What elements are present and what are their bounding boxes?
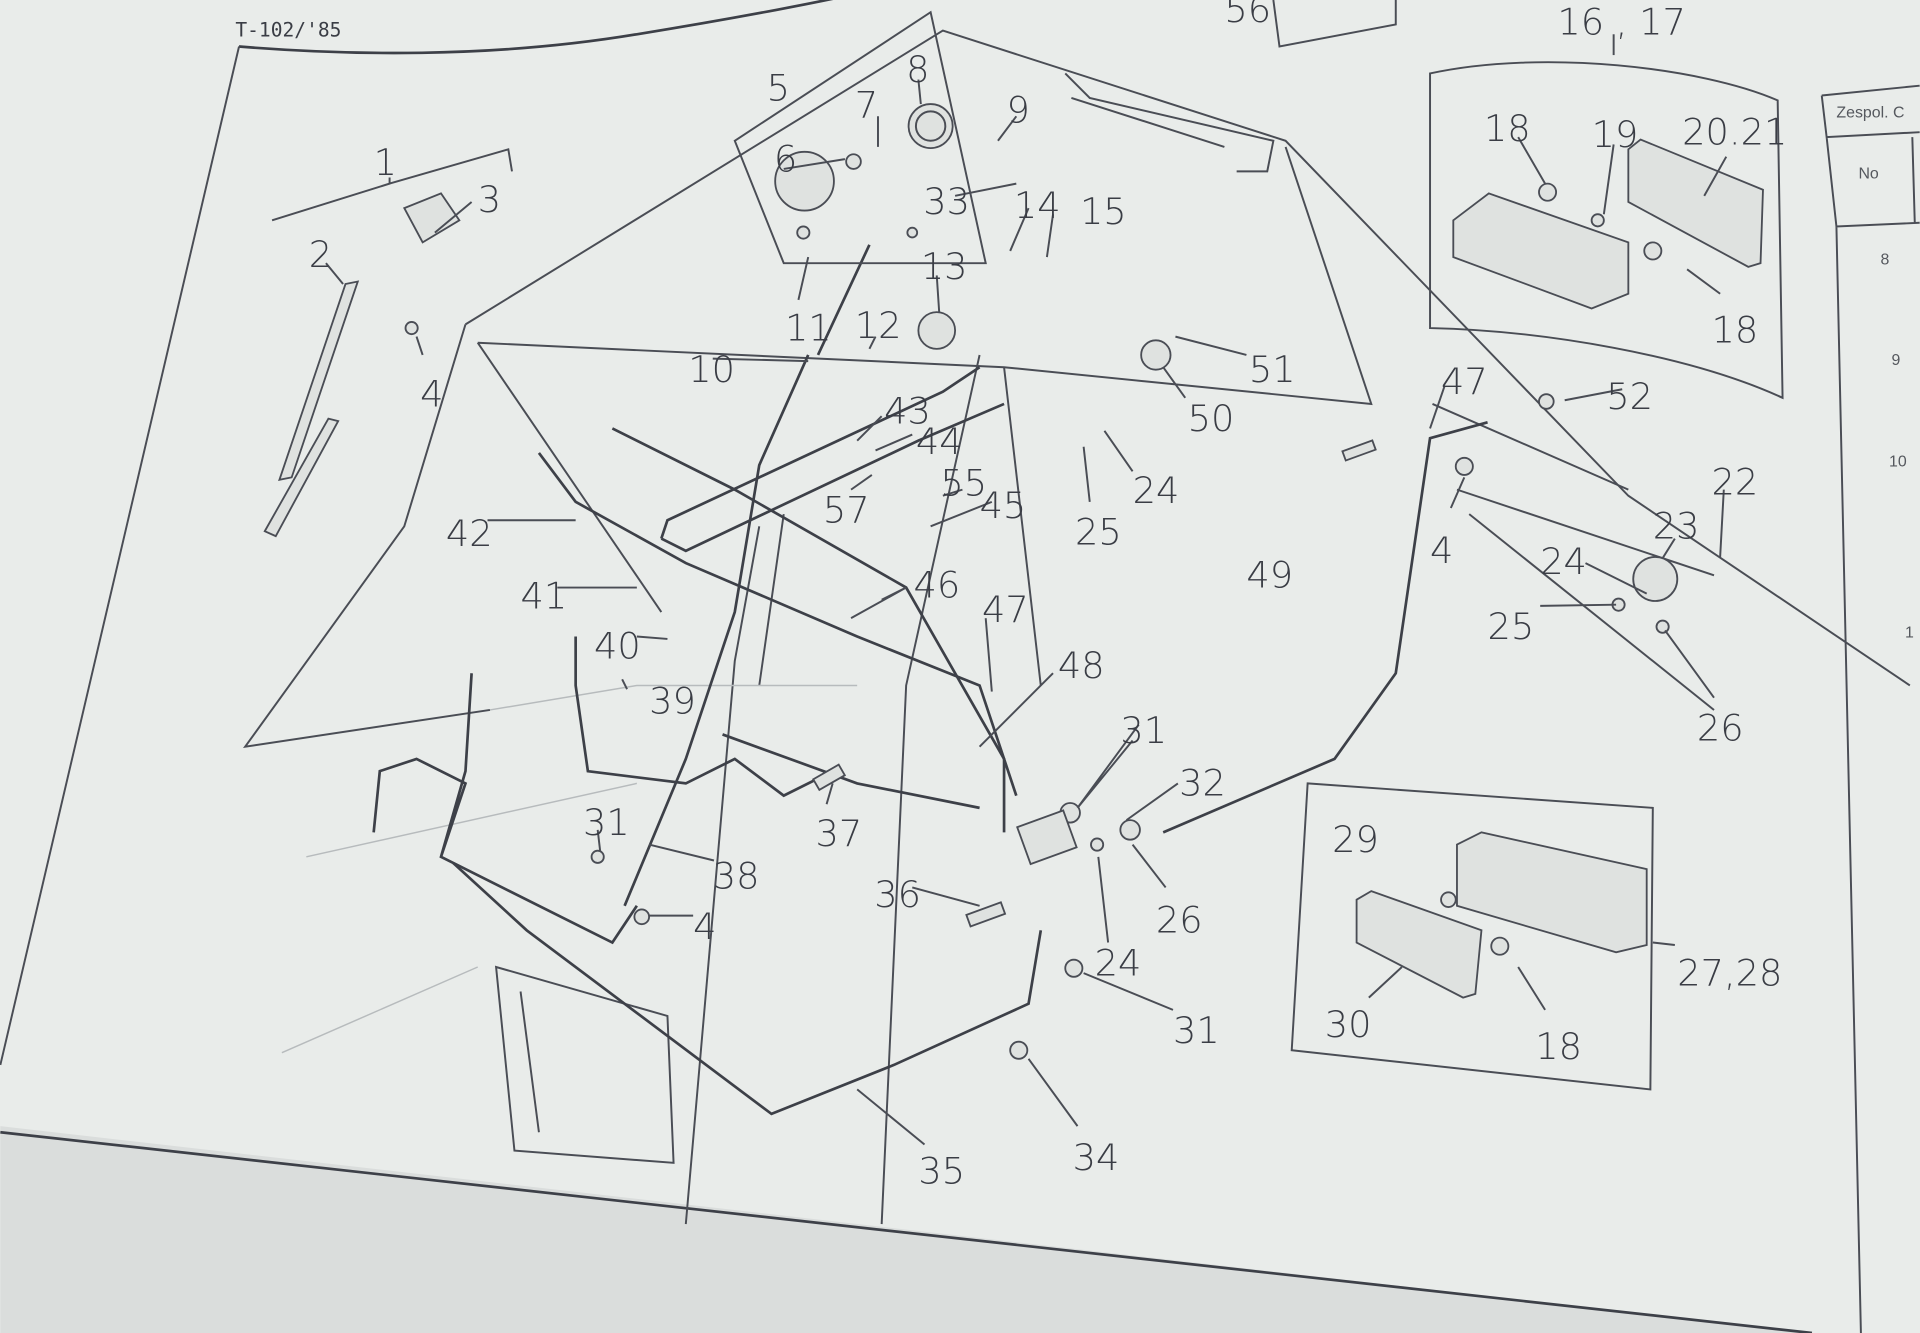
part-label-23: 23 [1653,505,1700,548]
part-label-27-28: 27,28 [1677,951,1782,994]
part-label-38: 38 [713,855,760,898]
part-label-20-21: 20.21 [1682,110,1787,153]
part-label-4: 4 [1430,529,1453,572]
table-header: Zespol. C [1836,105,1904,122]
part-label-55: 55 [940,462,987,505]
small-parts [590,226,1679,1060]
table-row-no: 9 [1892,352,1901,369]
part-label-7: 7 [855,84,878,127]
part-label-40: 40 [594,625,641,668]
part-label-36: 36 [874,873,921,916]
part-label-18: 18 [1484,107,1531,150]
part-label-6: 6 [774,137,797,180]
part-label-52: 52 [1606,375,1653,418]
part-label-24: 24 [1540,540,1587,583]
table-col-no: No [1858,166,1878,183]
part-label-19: 19 [1592,113,1639,156]
wire-harness [372,244,1488,1116]
part-label-26: 26 [1697,707,1744,750]
part-label-4: 4 [693,905,716,948]
part-label-4: 4 [420,372,443,415]
part-label-44: 44 [916,420,963,463]
part-label-14: 14 [1014,184,1061,227]
part-label-34: 34 [1073,1136,1120,1179]
document-code: T-102/'85 [235,19,341,42]
part-label-46: 46 [913,563,960,606]
part-label-29: 29 [1332,818,1379,861]
part-label-13: 13 [921,245,968,288]
part-label-10: 10 [688,348,735,391]
wiper-assembly [263,148,513,538]
part-label-9: 9 [1007,88,1030,131]
part-label-33: 33 [923,180,970,223]
part-label-45: 45 [980,484,1027,527]
part-label-25: 25 [1488,605,1535,648]
part-label-35: 35 [918,1150,965,1193]
cab-outline [242,29,1911,1225]
part-label-24: 24 [1095,942,1142,985]
part-label-3: 3 [478,178,501,221]
leader-lines [325,79,1725,1146]
part-label-51: 51 [1249,348,1296,391]
part-label-39: 39 [649,680,696,723]
part-label-42: 42 [446,512,493,555]
sheet-border [0,0,1813,1333]
part-label-48: 48 [1058,644,1105,687]
part-label-22: 22 [1712,461,1759,504]
part-label-41: 41 [521,574,568,617]
part-label-18: 18 [1535,1025,1582,1068]
part-label-56: 56 [1224,0,1271,31]
part-label-26: 26 [1156,899,1203,942]
side-table [1820,84,1920,1333]
part-label-2: 2 [309,233,332,276]
part-label-49: 49 [1246,554,1293,597]
part-label-25: 25 [1075,511,1122,554]
part-label-12: 12 [855,304,902,347]
part-label-31: 31 [1173,1009,1220,1052]
table-row-no: 10 [1889,453,1907,470]
part-label-16-17: 16 , 17 [1557,0,1685,43]
part-label-18: 18 [1712,309,1759,352]
part-label-5: 5 [767,66,790,109]
table-row-no: 1 [1905,625,1914,642]
part-label-47: 47 [982,588,1029,631]
page-shadow [0,1126,1812,1333]
part-label-31: 31 [1120,709,1167,752]
part-label-11: 11 [785,306,832,349]
part-label-37: 37 [816,812,863,855]
inset-tail-lamp [1290,782,1675,1091]
part-label-32: 32 [1179,762,1226,805]
table-rows: 8 9 10 1 [1880,251,1913,641]
part-label-50: 50 [1188,397,1235,440]
table-row-no: 8 [1880,251,1889,268]
part-label-43: 43 [884,390,931,433]
part-label-8: 8 [906,48,929,91]
part-label-57: 57 [823,489,870,532]
inset-marker-lamp [1429,34,1784,400]
part-label-1: 1 [374,141,397,184]
part-label-30: 30 [1325,1003,1372,1046]
part-label-15: 15 [1080,190,1127,233]
lamp-panel [733,10,987,265]
part-label-31: 31 [583,801,630,844]
part-label-24: 24 [1133,469,1180,512]
part-label-47: 47 [1441,360,1488,403]
